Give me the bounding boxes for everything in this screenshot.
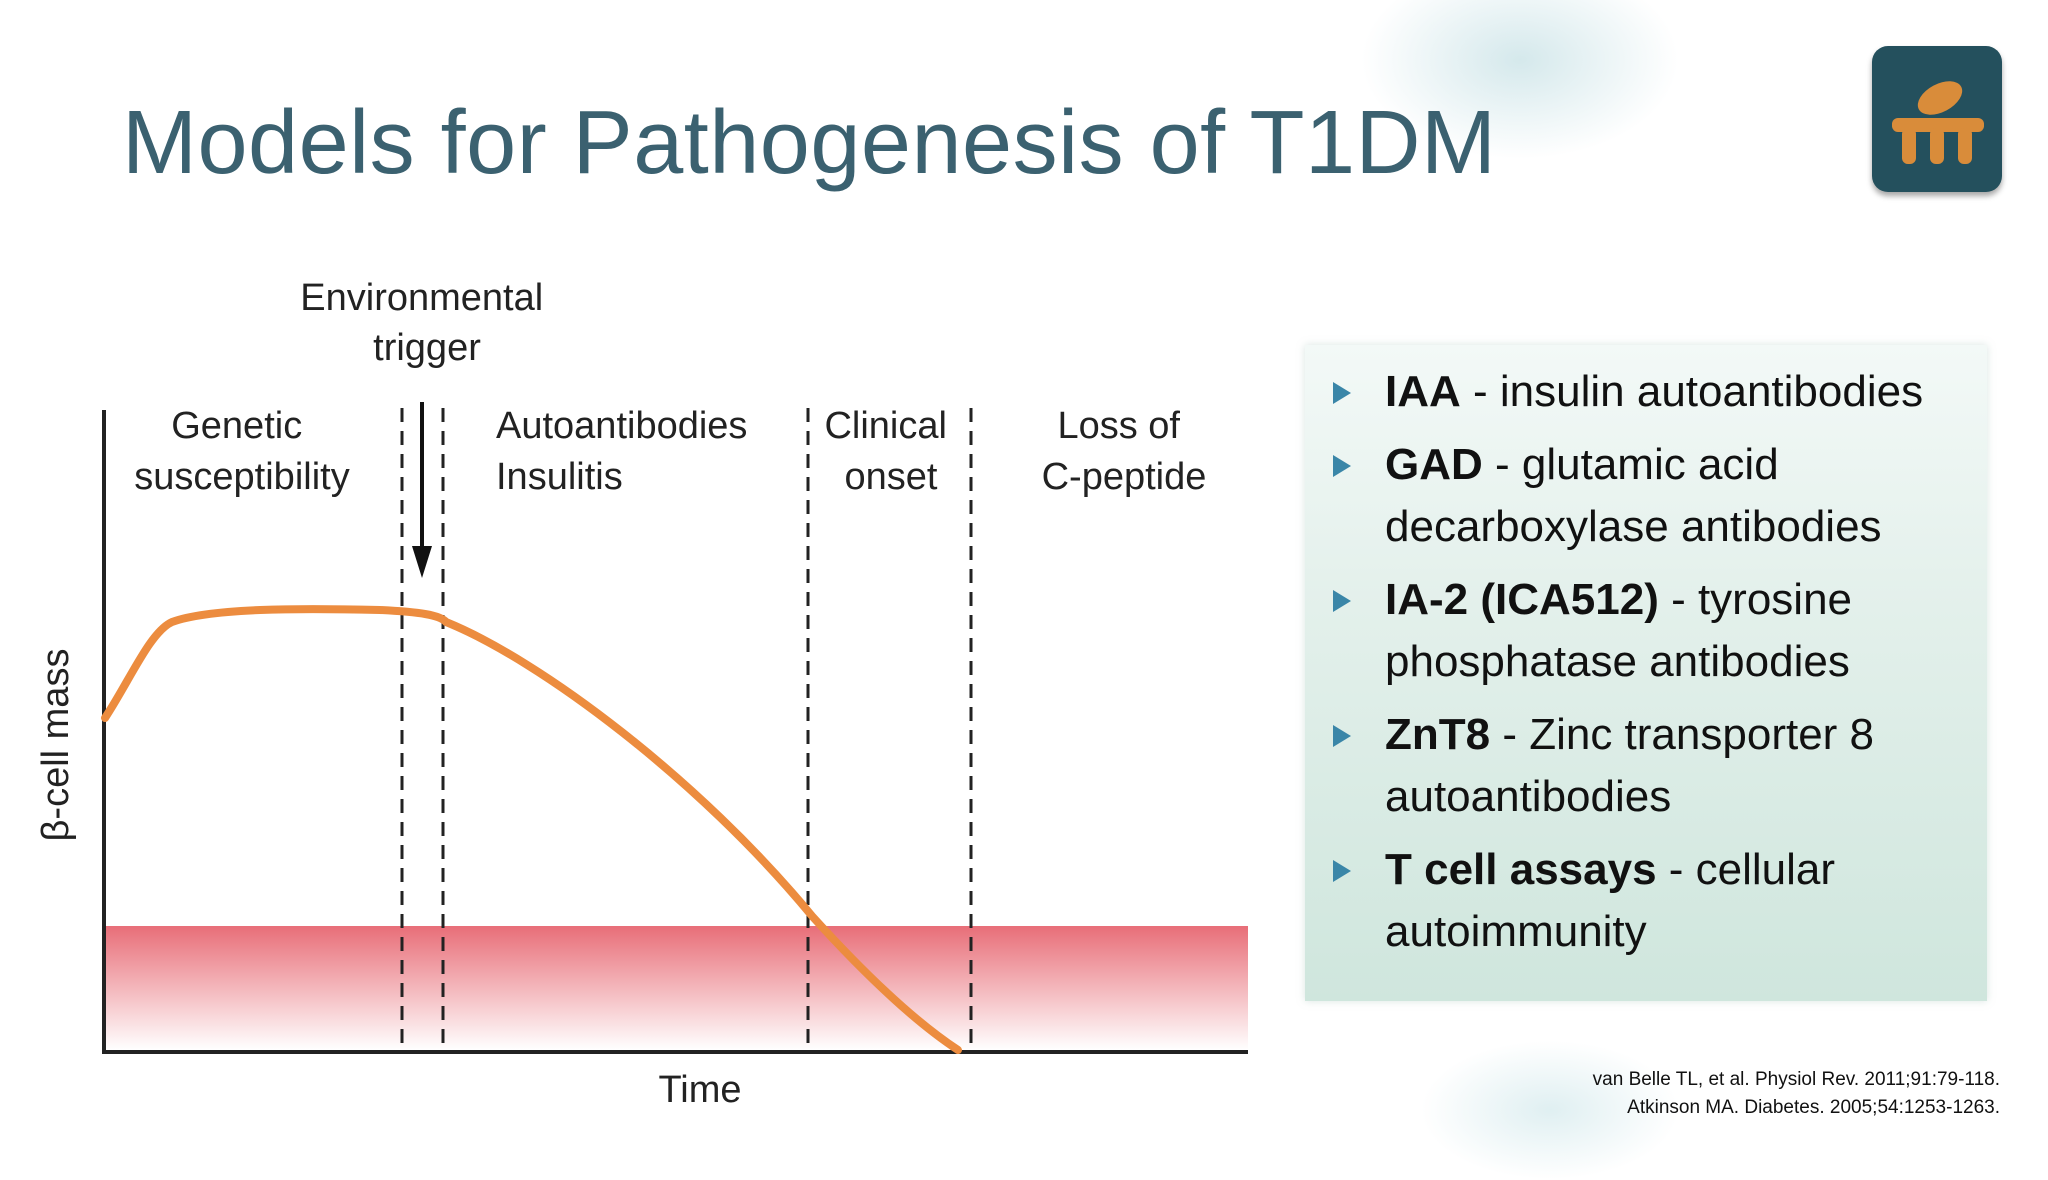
- slide-title: Models for Pathogenesis of T1DM: [122, 93, 1497, 193]
- threshold-band: [104, 926, 1248, 1050]
- x-axis-label: Time: [658, 1069, 741, 1111]
- marker-name: ZnT8: [1385, 710, 1491, 759]
- reference-item: Atkinson MA. Diabetes. 2005;54:1253-1263…: [1627, 1097, 2000, 1118]
- marker-name: IA-2 (ICA512): [1385, 575, 1659, 624]
- list-item: ZnT8 - Zinc transporter 8 autoantibodies: [1305, 704, 1987, 828]
- bullet-arrow-icon: [1333, 590, 1351, 612]
- marker-list: IAA - insulin autoantibodies GAD - gluta…: [1305, 345, 1987, 963]
- marker-name: T cell assays: [1385, 845, 1657, 894]
- beta-cell-mass-curve: [101, 605, 962, 1054]
- bullet-arrow-icon: [1333, 860, 1351, 882]
- autoantibodies-insulitis-label: Autoantibodies Insulitis: [496, 405, 758, 498]
- marker-name: IAA: [1385, 367, 1461, 416]
- loss-of-cpeptide-label: Loss of C-peptide: [1042, 405, 1207, 498]
- marker-description: - tyrosine phosphatase antibodies: [1385, 575, 1853, 686]
- marker-name: GAD: [1385, 440, 1483, 489]
- marker-description: - cellular autoimmunity: [1385, 845, 1836, 956]
- list-item: IA-2 (ICA512) - tyrosine phosphatase ant…: [1305, 569, 1987, 693]
- reference-item: van Belle TL, et al. Physiol Rev. 2011;9…: [1592, 1069, 2000, 1090]
- university-logo-icon: [1872, 46, 2002, 192]
- marker-description: - glutamic acid decarboxylase antibodies: [1385, 440, 1882, 551]
- genetic-susceptibility-label: Genetic susceptibility: [134, 405, 349, 498]
- list-item: T cell assays - cellular autoimmunity: [1305, 839, 1987, 963]
- arrow-down-icon: [412, 546, 432, 578]
- references: van Belle TL, et al. Physiol Rev. 2011;9…: [1593, 1066, 2000, 1122]
- bullet-arrow-icon: [1333, 455, 1351, 477]
- y-axis-label: β-cell mass: [35, 649, 77, 842]
- list-item: IAA - insulin autoantibodies: [1305, 361, 1987, 423]
- bullet-arrow-icon: [1333, 382, 1351, 404]
- background-glow: [1360, 0, 1680, 160]
- environmental-trigger-label: Environmental trigger: [300, 277, 553, 369]
- marker-description: - Zinc transporter 8 autoantibodies: [1385, 710, 1875, 821]
- pathogenesis-diagram: Environmental trigger Genetic susceptibi…: [35, 277, 1248, 1111]
- bullet-arrow-icon: [1333, 725, 1351, 747]
- list-item: GAD - glutamic acid decarboxylase antibo…: [1305, 434, 1987, 558]
- autoantibody-marker-panel: IAA - insulin autoantibodies GAD - gluta…: [1305, 345, 1987, 1001]
- clinical-onset-label: Clinical onset: [824, 405, 957, 498]
- marker-description: - insulin autoantibodies: [1460, 367, 1924, 416]
